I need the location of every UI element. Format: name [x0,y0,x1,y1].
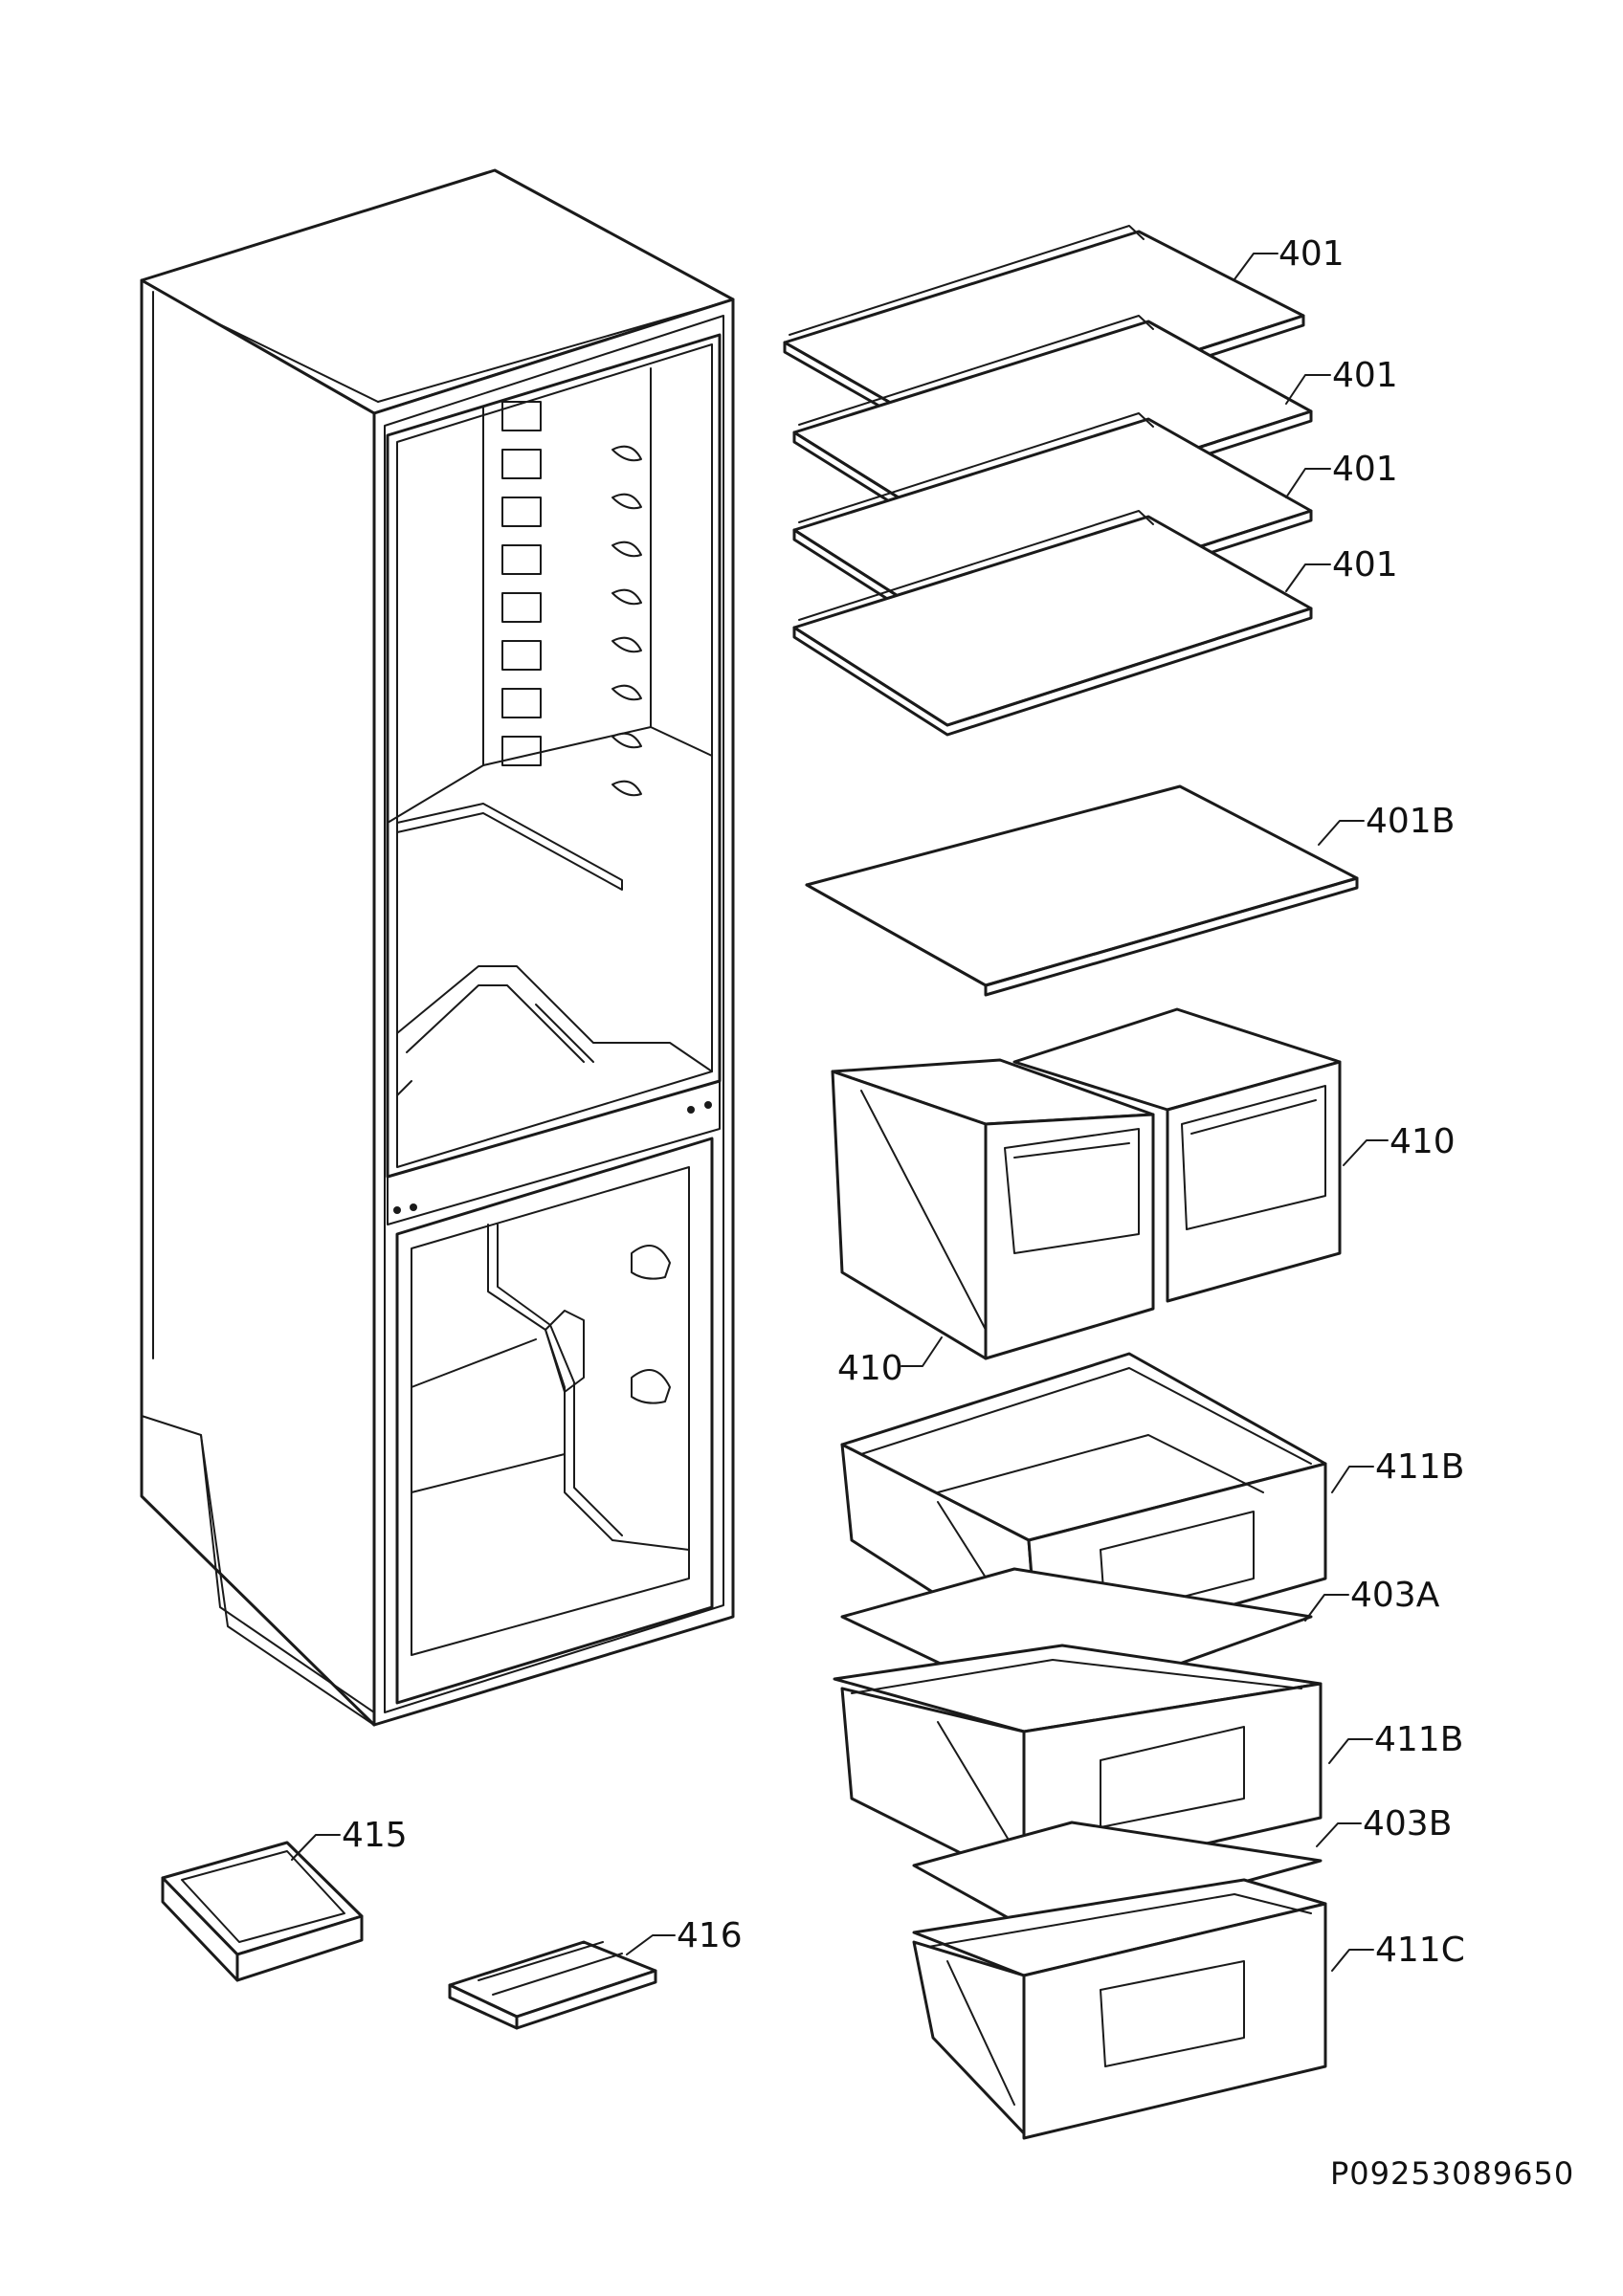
drawer-410-right [1012,1007,1342,1303]
callout-401-1: 401 [1278,234,1345,274]
callout-411B-lower: 411B [1374,1720,1463,1759]
drawer-410-left [831,1058,1155,1360]
callout-401B: 401B [1366,802,1455,841]
callout-403B: 403B [1363,1804,1452,1843]
accessory-415 [161,1841,364,1982]
leader-lines [291,253,1389,1972]
callout-401-3: 401 [1332,450,1398,489]
callout-401-4: 401 [1332,545,1398,585]
drawer-411C [912,1878,1327,2140]
ice-tray-416 [448,1940,657,2030]
document-number: P09253089650 [1330,2155,1574,2192]
callout-415: 415 [342,1816,408,1855]
callout-410-left: 410 [837,1349,903,1388]
callout-labels: 401 401 401 401 401B 410 410 411B 403A 4… [342,234,1465,1970]
shelf-rails [501,401,642,797]
glass-shelf-401B [805,784,1359,997]
callout-403A: 403A [1350,1576,1440,1615]
callout-401-2: 401 [1332,356,1398,395]
callout-411C: 411C [1375,1931,1465,1970]
glass-plate-403B [912,1821,1323,1939]
fridge-cabinet [140,168,735,1727]
callout-410-right: 410 [1390,1122,1456,1161]
glass-shelf-401-4 [792,510,1313,737]
callout-416: 416 [677,1916,743,1955]
callout-411B-upper: 411B [1375,1447,1464,1487]
